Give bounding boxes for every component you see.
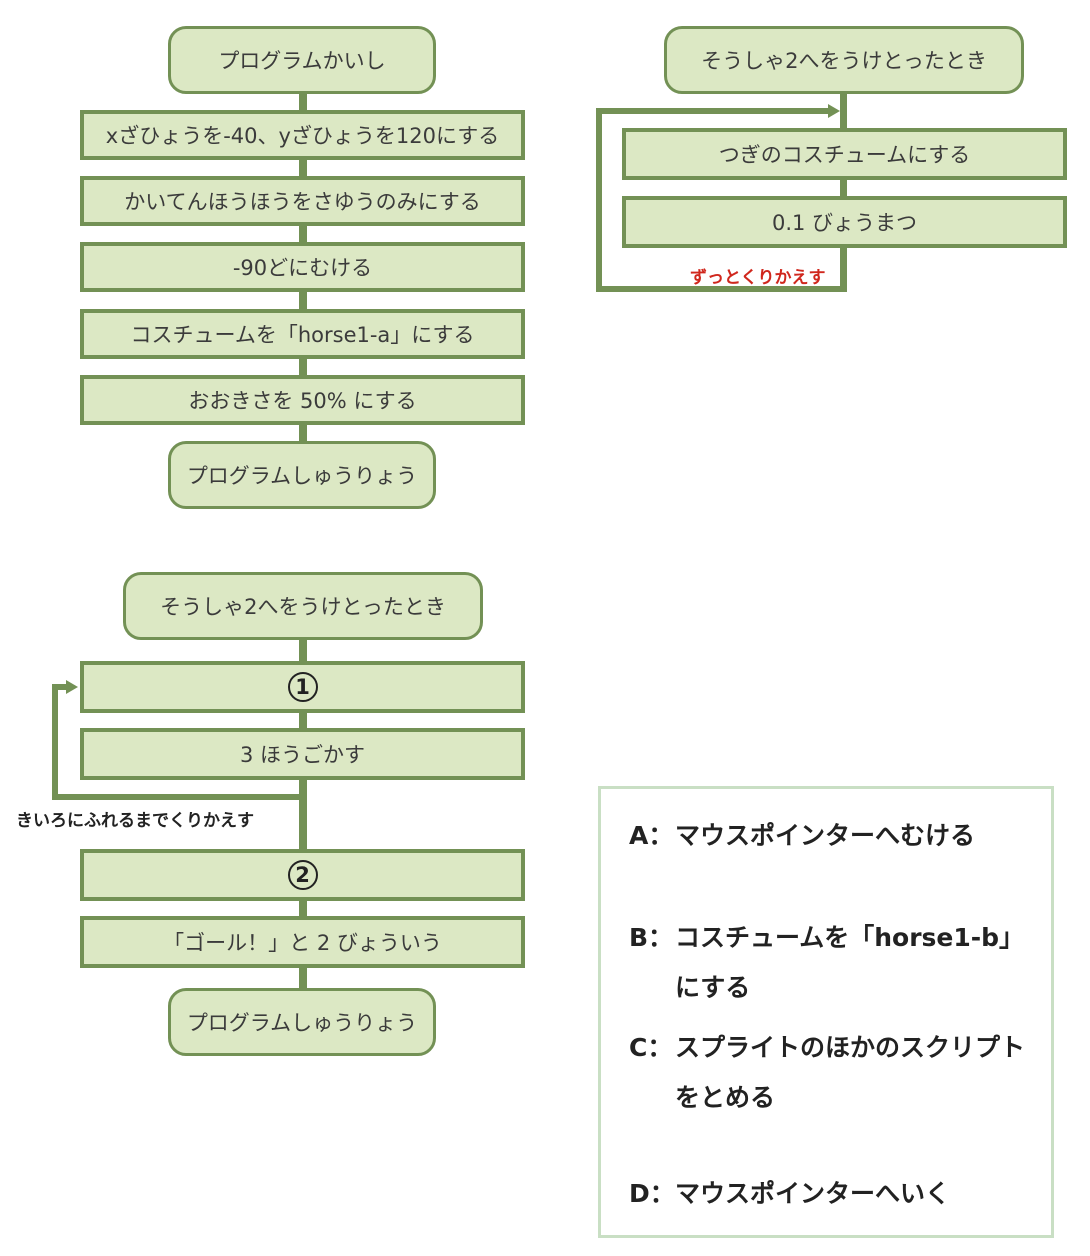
start-terminal: プログラムかいし: [168, 26, 436, 94]
loop-arrow-icon: [828, 104, 840, 118]
blank-slot-1: 1: [80, 661, 525, 713]
step-say: 「ゴール！」と 2 びょういう: [80, 916, 525, 968]
receive-terminal: そうしゃ2へをうけとったとき: [664, 26, 1024, 94]
loop-label-forever: ずっとくりかえす: [690, 268, 826, 288]
step-set-costume: コスチュームを「horse1-a」にする: [80, 309, 525, 359]
loop-label-until: きいろにふれるまでくりかえす: [16, 811, 254, 831]
loop-line-left: [52, 684, 58, 800]
answer-options-box: A： マウスポインターへむける B： コスチュームを「horse1-b」 にする…: [598, 786, 1054, 1238]
option-c: C： スプライトのほかのスクリプト をとめる: [629, 1023, 1025, 1123]
step-move: 3 ほうごかす: [80, 728, 525, 780]
option-key: B：: [629, 923, 674, 952]
option-b: B： コスチュームを「horse1-b」 にする: [629, 913, 1024, 1013]
step-rotation-style: かいてんほうほうをさゆうのみにする: [80, 176, 525, 226]
loop-line-bottom: [596, 286, 847, 292]
option-a: A： マウスポインターへむける: [629, 811, 975, 861]
option-d: D： マウスポインターへいく: [629, 1169, 950, 1219]
option-key: A：: [629, 821, 674, 850]
step-set-xy: xざひょうを-40、yざひょうを120にする: [80, 110, 525, 160]
step-set-size: おおきさを 50% にする: [80, 375, 525, 425]
end-terminal: プログラムしゅうりょう: [168, 988, 436, 1056]
step-point-direction: -90どにむける: [80, 242, 525, 292]
end-terminal: プログラムしゅうりょう: [168, 441, 436, 509]
blank-number-2: 2: [287, 860, 318, 890]
loop-line-top: [52, 684, 68, 690]
option-text: コスチュームを「horse1-b」 にする: [675, 923, 1025, 1002]
connector-line: [840, 92, 847, 292]
receive-terminal: そうしゃ2へをうけとったとき: [123, 572, 483, 640]
loop-line-left: [596, 108, 602, 292]
connector-line: [299, 636, 307, 996]
option-key: C：: [629, 1033, 673, 1062]
loop-line-top: [596, 108, 832, 114]
loop-arrow-icon: [66, 680, 78, 694]
step-wait: 0.1 びょうまつ: [622, 196, 1067, 248]
option-key: D：: [629, 1179, 675, 1208]
blank-slot-2: 2: [80, 849, 525, 901]
step-next-costume: つぎのコスチュームにする: [622, 128, 1067, 180]
option-text: マウスポインターへいく: [675, 1179, 951, 1208]
loop-line-bottom: [52, 794, 304, 800]
option-text: スプライトのほかのスクリプト をとめる: [675, 1033, 1026, 1112]
option-text: マウスポインターへむける: [675, 821, 976, 850]
blank-number-1: 1: [287, 672, 318, 702]
